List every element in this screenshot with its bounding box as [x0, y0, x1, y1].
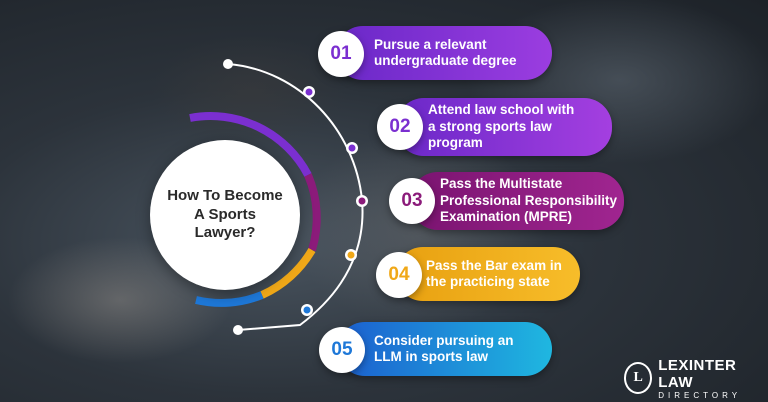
step-number-2: 02 — [377, 104, 423, 150]
logo-mark-icon: L — [624, 362, 653, 394]
step-number-1: 01 — [318, 31, 364, 77]
step-pill-5: Consider pursuing an LLM in sports law — [338, 322, 552, 376]
step-pill-4: Pass the Bar exam in the practicing stat… — [396, 247, 580, 301]
step-pill-2: Attend law school with a strong sports l… — [396, 98, 612, 156]
step-text-2: Attend law school with a strong sports l… — [428, 102, 575, 151]
step-number-4: 04 — [376, 252, 422, 298]
step-number-3: 03 — [389, 178, 435, 224]
step-text-4: Pass the Bar exam in the practicing stat… — [426, 257, 562, 289]
step-pill-1: Pursue a relevant undergraduate degree — [336, 26, 552, 80]
step-text-3: Pass the Multistate Professional Respons… — [440, 176, 618, 225]
logo-name: LEXINTER LAW — [658, 356, 737, 391]
step-text-5: Consider pursuing an LLM in sports law — [374, 332, 514, 364]
arc-end-dot — [233, 325, 243, 335]
ring-segment-blue — [195, 291, 264, 307]
center-title-circle: How To Become A Sports Lawyer? — [150, 140, 300, 290]
step-pill-3: Pass the Multistate Professional Respons… — [410, 172, 624, 230]
lexinter-law-logo: L LEXINTER LAW DIRECTORY — [624, 356, 760, 400]
logo-subtitle: DIRECTORY — [658, 390, 742, 400]
center-title: How To Become A Sports Lawyer? — [167, 186, 283, 242]
step-text-1: Pursue a relevant undergraduate degree — [374, 36, 517, 68]
arc-end-dot — [223, 59, 233, 69]
step-number-5: 05 — [319, 327, 365, 373]
ring-segment-purple — [189, 112, 312, 177]
ring-segment-yellow — [260, 247, 316, 299]
ring-segment-magenta — [304, 173, 321, 252]
